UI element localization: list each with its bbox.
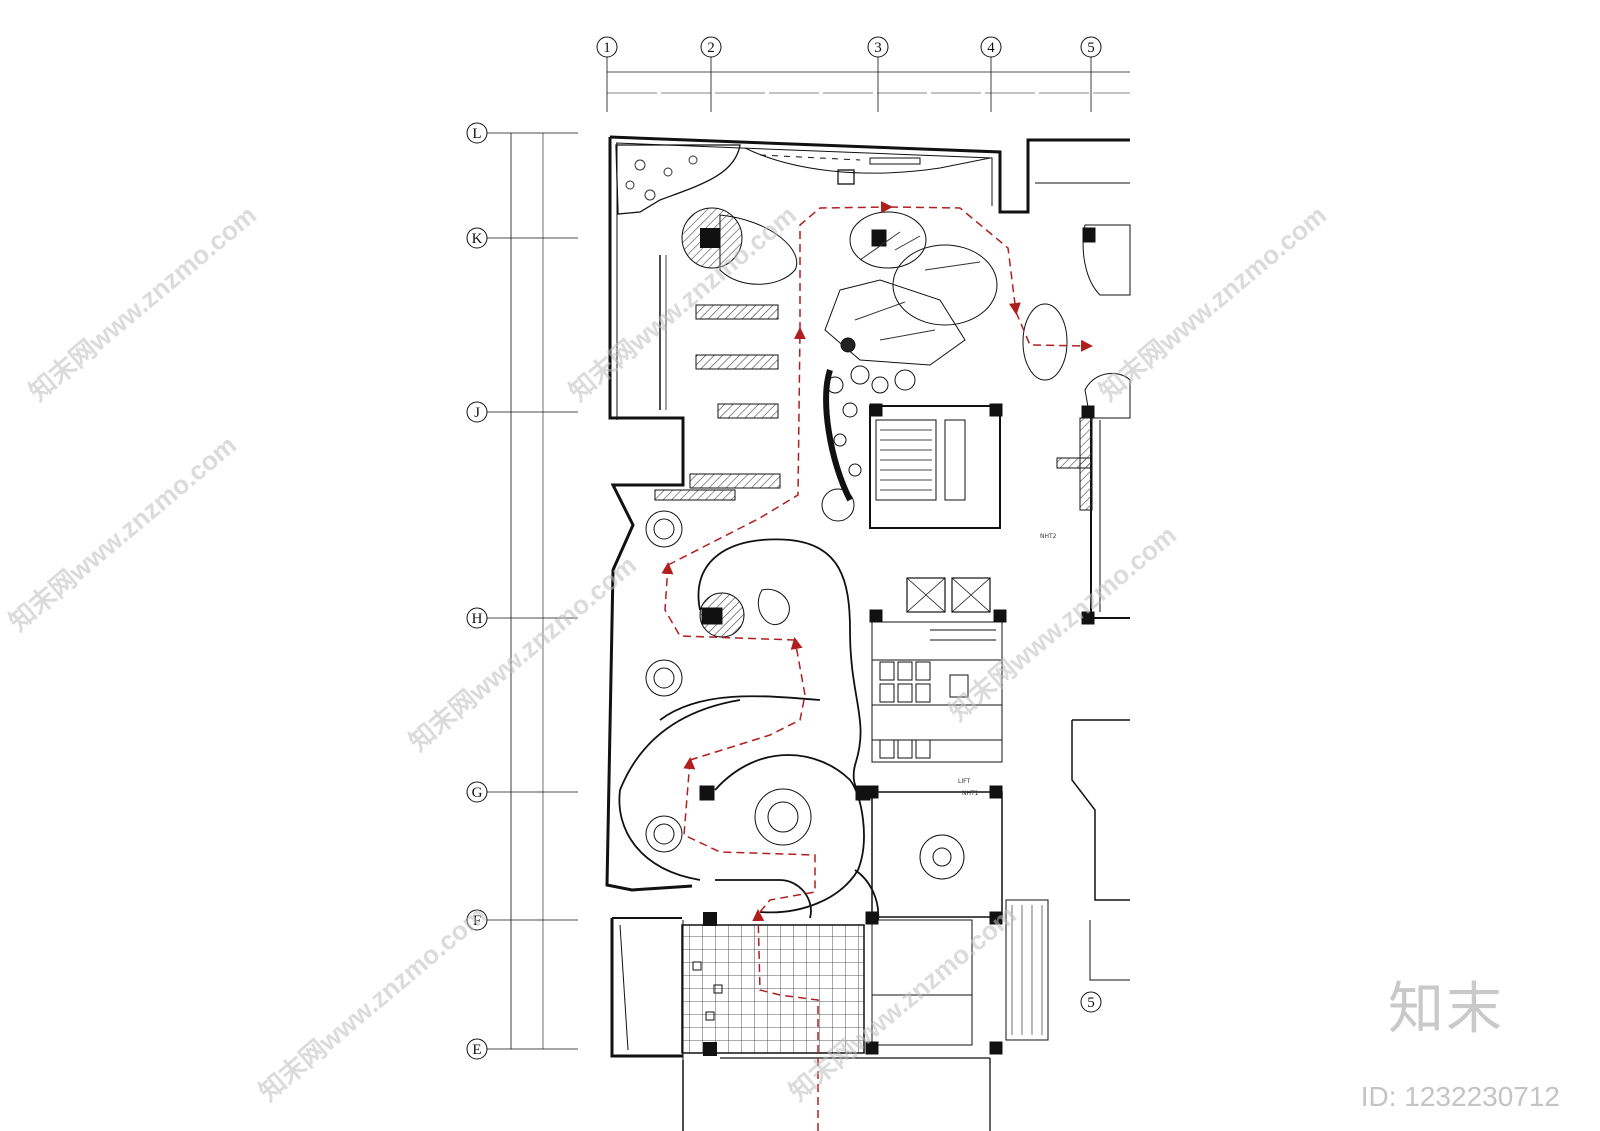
grid-col-2: 2 [700,36,722,112]
grid-row-J: J [466,401,578,423]
exhibit-pod-k [681,207,798,285]
right-wing [1022,182,1131,981]
grid-row-F: F [466,909,578,931]
grid-col-4: 4 [980,36,1002,112]
grid-col-2-label: 2 [707,40,715,56]
grid-col-5-repeat: 5 [1080,991,1102,1013]
grid-row-L: L [466,122,578,144]
grid-row-E-label: E [472,1042,481,1058]
grid-col-1: 1 [596,36,618,112]
grid-rows: L K J H G F E [466,122,578,1060]
curved-gallery-walls [618,538,880,921]
building-core [869,403,1007,623]
grid-col-3-label: 3 [874,40,882,56]
entrance-lobby [681,912,991,1131]
grid-row-L-label: L [472,126,481,142]
fossil-display-area [821,211,998,522]
room-label-lift: LIFT [958,778,970,785]
display-walls [654,255,781,501]
grid-col-3: 3 [867,36,889,112]
grid-col-5-label: 5 [1087,40,1095,56]
visitor-flow-path [661,201,1093,1131]
grid-row-F-label: F [473,913,481,929]
round-exhibits [645,510,871,853]
grid-row-K: K [466,227,578,249]
room-label-nht2: NHT2 [1040,533,1057,540]
room-label-nht1: NHT1 [962,790,979,797]
grid-col-4-label: 4 [987,40,995,56]
grid-row-G: G [466,781,578,803]
grid-col-1-label: 1 [603,40,611,56]
grid-row-G-label: G [472,785,483,801]
grid-col-5: 5 [1080,36,1102,112]
grid-row-H-label: H [472,611,483,627]
landscape-bed-top-left [615,144,991,215]
grid-columns: 1 2 3 4 5 [596,36,1130,112]
grid-row-H: H [466,607,578,629]
grid-col-5-repeat-label: 5 [1087,995,1095,1011]
drawing-id: ID: 1232230712 [1360,1081,1560,1112]
restrooms [871,621,1003,763]
grid-row-J-label: J [474,405,480,421]
brand-logo: 知末 [1388,977,1504,1042]
grid-row-E: E [466,1038,578,1060]
lower-rooms [865,785,1049,1055]
grid-row-K-label: K [472,231,483,247]
